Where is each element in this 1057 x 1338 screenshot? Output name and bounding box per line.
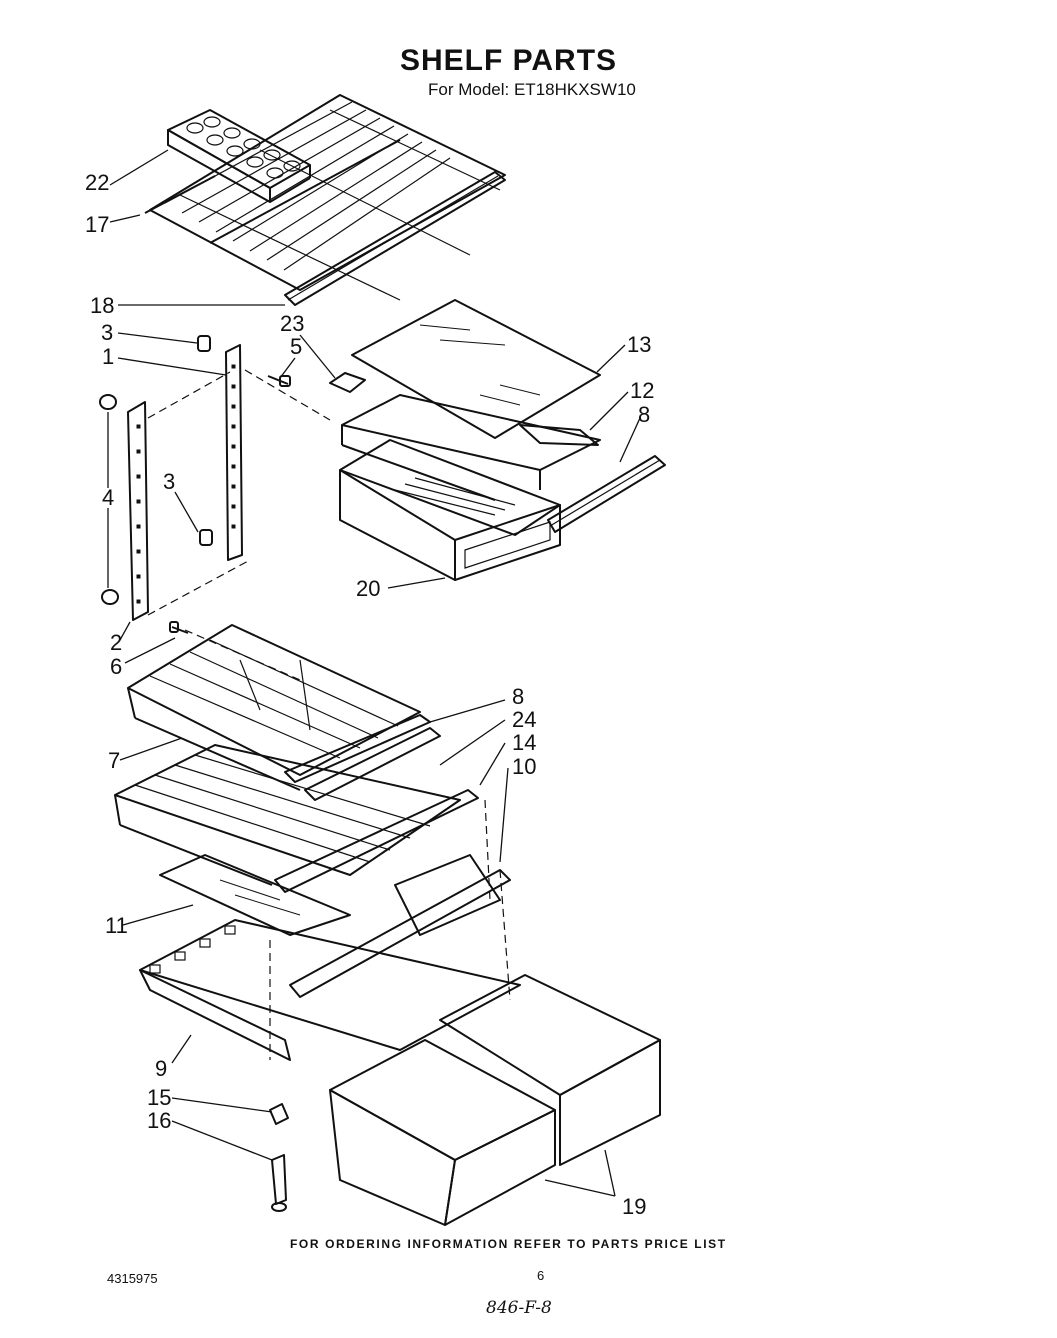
callout-2: 2 — [110, 630, 123, 655]
glass-shelf-insert — [351, 299, 601, 439]
cover-side-rail — [519, 424, 599, 446]
callout-9: 9 — [155, 1056, 168, 1081]
callout-5: 5 — [290, 334, 303, 359]
callout-16: 16 — [147, 1108, 172, 1133]
support-clip-lower — [199, 529, 213, 546]
support-clip-upper — [197, 335, 211, 352]
crisper-cover-frame-lower — [289, 854, 511, 998]
callout-24: 24 — [512, 707, 537, 732]
crisper-drawer-left — [329, 1039, 556, 1226]
freezer-wire-shelf — [144, 94, 506, 301]
model-subtitle: For Model: ET18HKXSW10 — [428, 80, 636, 99]
ordering-note: FOR ORDERING INFORMATION REFER TO PARTS … — [290, 1237, 727, 1251]
left-ladder-support — [127, 401, 149, 621]
callout-6: 6 — [110, 654, 123, 679]
callout-18: 18 — [90, 293, 115, 318]
callout-13: 13 — [627, 332, 652, 357]
crisper-glass-cover — [159, 854, 351, 936]
document-number: 4315975 — [107, 1271, 158, 1286]
leveling-bracket — [269, 1103, 289, 1125]
callout-leaders — [107, 149, 641, 1197]
right-ladder-support — [225, 344, 243, 561]
callout-22: 22 — [85, 170, 110, 195]
callout-1: 1 — [102, 344, 115, 369]
shelf-front-rail — [284, 171, 506, 306]
crisper-drawer — [339, 439, 561, 581]
callout-10: 10 — [512, 754, 537, 779]
callout-7: 7 — [108, 748, 121, 773]
ice-cube-tray — [167, 109, 311, 203]
callout-4: 4 — [102, 485, 115, 510]
callout-19: 19 — [622, 1194, 647, 1219]
end-cap-bottom — [101, 589, 119, 605]
drawer-slide-rail — [547, 455, 666, 533]
upper-screw — [267, 375, 291, 387]
callout-8-upper: 8 — [638, 402, 651, 427]
callout-23: 23 — [280, 311, 305, 336]
callout-14: 14 — [512, 730, 537, 755]
callout-20: 20 — [356, 576, 381, 601]
end-cap-top — [99, 394, 117, 410]
lower-shelf-trim — [274, 789, 479, 893]
assembly-guide-lines — [147, 369, 511, 1060]
callout-3-upper: 3 — [101, 320, 114, 345]
callout-8-lower: 8 — [512, 684, 525, 709]
crisper-support-frame — [139, 919, 521, 1061]
lower-wire-shelf — [114, 744, 461, 886]
page-number: 6 — [537, 1268, 545, 1283]
upper-wire-shelf — [127, 624, 421, 791]
crisper-drawer-right — [439, 974, 661, 1166]
page-title-text: SHELF PARTS — [399, 44, 618, 77]
callout-3-lower: 3 — [163, 469, 176, 494]
callout-17: 17 — [85, 212, 110, 237]
glass-shelf-rear-trim — [329, 372, 366, 393]
leveling-foot — [271, 1154, 287, 1212]
lower-screw — [169, 621, 189, 634]
callout-12: 12 — [630, 378, 655, 403]
shelf-trim-rear — [304, 727, 441, 801]
callout-15: 15 — [147, 1085, 172, 1110]
callout-11: 11 — [105, 913, 128, 938]
page-title: SHELF PARTS — [0, 44, 1057, 78]
handwritten-note: 846-F-8 — [486, 1298, 552, 1318]
